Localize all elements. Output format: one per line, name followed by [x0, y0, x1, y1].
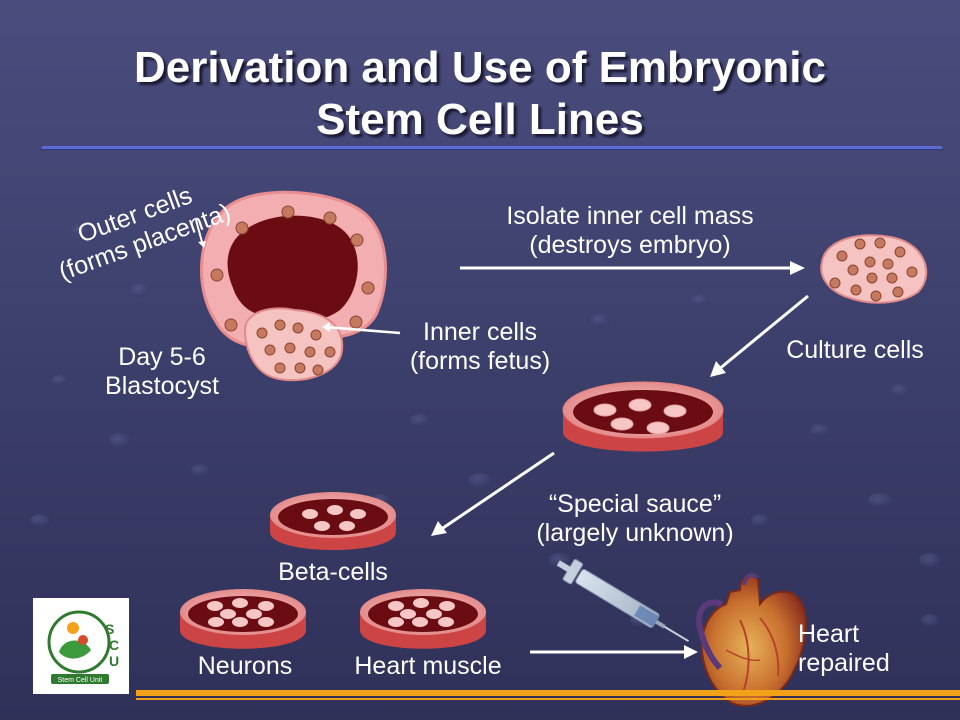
arrow-differentiate [439, 451, 555, 532]
inner-cells-text: Inner cells [423, 318, 537, 346]
neurons-label: Neurons [197, 652, 293, 680]
slide-title: Derivation and Use of Embryonic Stem Cel… [0, 42, 960, 146]
isolate-label: Isolate inner cell mass (destroys embryo… [460, 202, 800, 260]
heart-image [696, 572, 807, 707]
inner-cells-label: Inner cells (forms fetus) [380, 318, 580, 376]
blastocyst-day: Day 5-6 [118, 343, 206, 371]
title-underline [42, 146, 942, 149]
special-sauce-text: “Special sauce” [548, 490, 722, 518]
footer-rule-thin [136, 698, 960, 700]
arrow-culture [717, 294, 809, 372]
heart-muscle-dish [360, 589, 486, 649]
logo-letter-u: U [109, 653, 119, 669]
isolate-text: Isolate inner cell mass [506, 202, 754, 230]
beta-cells-label: Beta-cells [278, 558, 388, 586]
logo-caption: Stem Cell Unit [58, 677, 103, 684]
blastocyst-image [195, 190, 401, 382]
heart-repaired-label: Heart repaired [798, 620, 928, 678]
blastocyst-text: Blastocyst [105, 372, 219, 400]
blastocyst-label: Day 5-6 Blastocyst [72, 343, 252, 401]
logo-letter-s: S [105, 621, 114, 637]
special-sauce-note: (largely unknown) [536, 519, 734, 547]
inner-cells-note: (forms fetus) [409, 347, 551, 375]
logo-box: S C U Stem Cell Unit [33, 598, 129, 694]
heart-muscle-label: Heart muscle [354, 652, 502, 680]
isolate-note: (destroys embryo) [529, 231, 731, 259]
logo-letter-c: C [109, 637, 119, 653]
syringe-image [556, 559, 690, 643]
title-line-1: Derivation and Use of Embryonic [134, 43, 826, 92]
beta-cells-dish [270, 492, 396, 550]
logo-icon: S C U Stem Cell Unit [47, 610, 119, 684]
inner-cell-mass-image [820, 234, 928, 304]
arrows [431, 261, 809, 659]
culture-dish [562, 381, 724, 452]
footer-rule-orange [136, 690, 960, 696]
heart-repaired-line-1: Heart [798, 620, 860, 648]
culture-label: Culture cells [786, 336, 924, 364]
heart-repaired-line-2: repaired [798, 649, 890, 677]
neurons-dish [180, 589, 306, 649]
title-line-2: Stem Cell Lines [316, 95, 644, 144]
special-sauce-label: “Special sauce” (largely unknown) [490, 490, 780, 548]
